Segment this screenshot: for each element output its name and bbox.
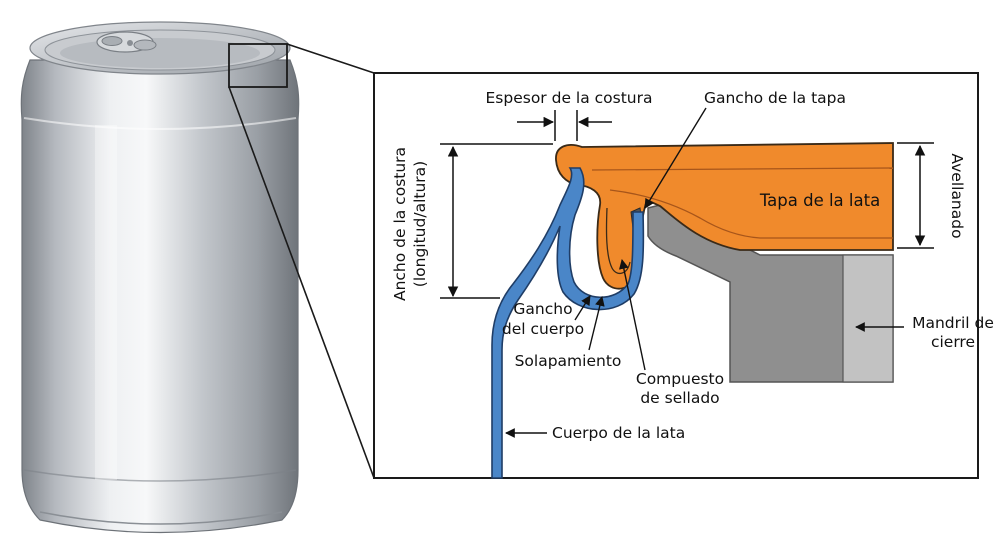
body-hook-leader — [574, 295, 591, 321]
can-body-shell — [20, 59, 300, 534]
label-overlap: Solapamiento — [515, 352, 622, 370]
label-body-hook-line1: Gancho — [513, 300, 572, 318]
zoom-box — [228, 43, 288, 88]
label-sealing-compound-line2: de sellado — [640, 389, 719, 407]
overlap-leader — [588, 296, 605, 351]
label-seam-width-line2: (longitud/altura) — [411, 161, 429, 287]
label-seam-thickness: Espesor de la costura — [486, 89, 653, 107]
label-sealing-compound-line1: Compuesto — [636, 370, 724, 388]
label-seam-width-line1: Ancho de la costura — [391, 147, 409, 301]
sealing-compound-leader — [619, 259, 646, 371]
seaming-chuck-right — [842, 254, 894, 383]
zoom-callout — [228, 43, 375, 479]
can-body-wall — [491, 167, 645, 479]
label-can-body: Cuerpo de la lata — [552, 424, 685, 442]
seam-width-dimension — [440, 143, 553, 299]
label-body-hook-line2: del cuerpo — [502, 320, 584, 338]
seam-thickness-dimension — [517, 110, 612, 141]
label-countersink: Avellanado — [948, 153, 966, 238]
countersink-dimension — [897, 142, 934, 249]
pull-tab-icon — [96, 31, 157, 53]
cover-hook-leader — [644, 107, 707, 209]
can-illustration — [20, 21, 300, 534]
label-can-end: Tapa de la lata — [759, 191, 880, 210]
label-seaming-chuck-line2: cierre — [931, 333, 975, 351]
label-seaming-chuck-line1: Mandril de — [912, 314, 994, 332]
label-cover-hook: Gancho de la tapa — [704, 89, 846, 107]
